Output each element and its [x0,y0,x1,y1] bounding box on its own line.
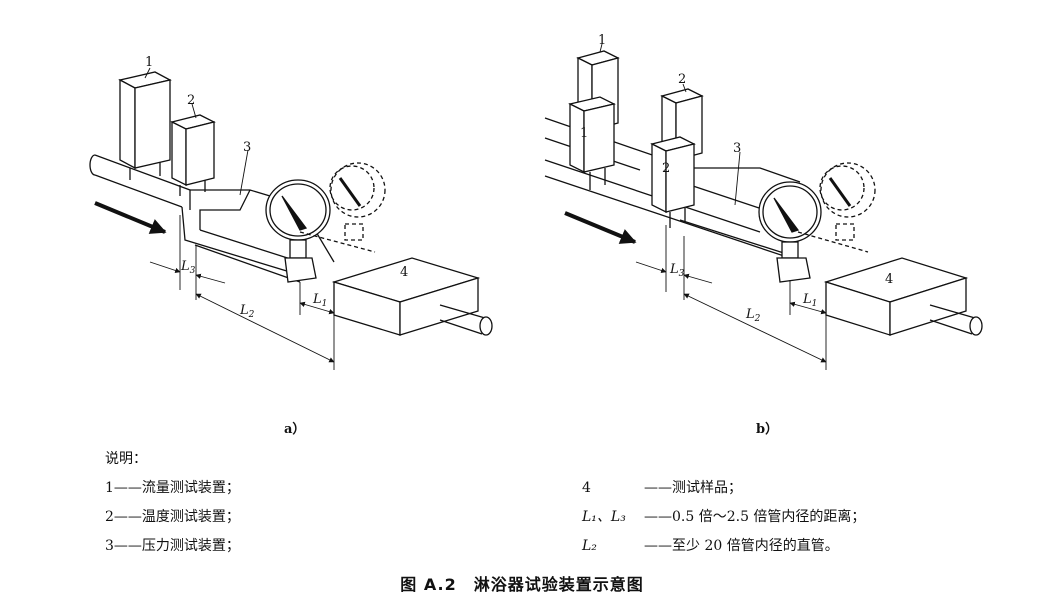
fig-a-label-2: 2 [187,93,195,108]
legend-key: 2 [105,509,114,525]
legend-item: 3——压力测试装置； [105,535,240,555]
legend-dash: —— [113,480,142,496]
pressure-gauge-b [758,181,822,283]
fig-b-label-2-front: 2 [662,161,670,176]
legend-item: L₁、L₃ ——0.5 倍～2.5 倍管内径的距离； [582,506,865,526]
flow-device-box-b-front [568,96,616,190]
main-pipe [194,229,301,283]
legend-dash: —— [644,509,672,525]
fig-b-label-4: 4 [885,272,893,287]
legend-text: 压力测试装置； [141,538,240,554]
alternate-gauge-position [299,162,386,253]
figure-b-caption: b） [756,422,779,437]
fig-a-label-4: 4 [400,265,408,280]
legend-key: L₁、L₃ [582,509,626,525]
figure-title: 图 A.2 淋浴器试验装置示意图 [400,575,644,594]
legend-key: 1 [105,480,114,496]
fig-a-label-l1: L1 [312,292,327,309]
figure-b [544,43,983,370]
pressure-gauge [265,179,331,283]
fig-a-label-l2: L2 [239,303,255,320]
fig-b-label-l2: L2 [745,307,761,324]
fig-a-label-3: 3 [243,140,251,155]
legend-dash: —— [644,480,672,496]
outlet-pipe [439,304,486,335]
fig-a-label-1: 1 [145,55,153,70]
legend-key: L₂ [582,538,597,554]
fig-b-label-l3: L3 [669,262,685,279]
legend-dash: —— [113,538,142,554]
fig-b-label-l1: L1 [802,292,817,309]
figure-a [89,67,493,370]
temperature-device-box-b-front [650,136,696,228]
test-sample-box-b [823,257,969,336]
flow-arrow [94,201,167,234]
legend-dash: —— [644,538,672,554]
legend-key: 4 [582,480,591,496]
test-sample-box [331,257,481,336]
legend-item: 1——流量测试装置； [105,477,240,497]
legend-text: 0.5 倍～2.5 倍管内径的距离； [672,509,866,525]
legend-heading: 说明： [105,451,147,467]
figure-a-caption: a） [284,422,306,437]
legend-item: 2——温度测试装置； [105,506,240,526]
legend-text: 测试样品； [672,480,742,496]
legend-item: L₂ ——至少 20 倍管内径的直管。 [582,535,839,555]
fig-b-label-1-top: 1 [598,33,606,48]
flow-device-box [118,71,172,180]
legend-text: 至少 20 倍管内径的直管。 [672,538,839,554]
legend-text: 流量测试装置； [141,480,240,496]
temperature-device-box [170,114,216,196]
legend-item: 4 ——测试样品； [582,477,742,497]
fig-b-label-2-top: 2 [678,72,686,87]
legend-dash: —— [113,509,142,525]
fig-b-label-3: 3 [733,141,741,156]
dimension-lines-b [599,43,827,370]
flow-arrow-b [564,211,637,244]
fig-a-label-l3: L3 [180,259,196,276]
dimension-lines [144,67,335,370]
outlet-pipe-b [929,304,976,335]
legend-text: 温度测试装置； [141,509,240,525]
fig-b-label-1-front: 1 [580,126,588,141]
alternate-gauge-position-b [797,162,876,253]
legend-key: 3 [105,538,114,554]
